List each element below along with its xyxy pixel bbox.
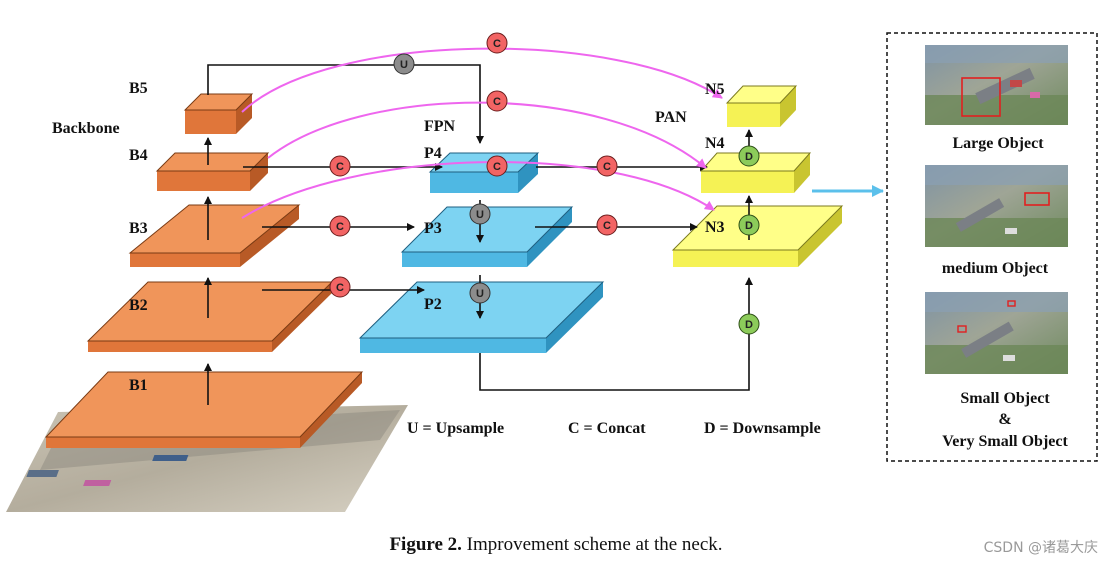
concat-node: C [486,32,508,54]
skip-connections [241,47,723,219]
backbone-stage-b1 [44,371,364,448]
label-b1: B1 [129,377,148,394]
stage-labels: B5 Backbone B4 B3 B2 B1 FPN P4 P3 P2 PAN… [52,80,725,394]
legend: U = Upsample C = Concat D = Downsample [407,420,821,437]
label-p3: P3 [424,220,442,237]
small-object-image [925,292,1068,374]
downsample-node: D [738,145,760,167]
label-p4: P4 [424,145,442,162]
bounding-box [957,325,967,333]
svg-text:D: D [745,151,753,163]
svg-text:C: C [603,220,611,232]
label-fpn: FPN [424,118,456,135]
label-backbone: Backbone [52,120,120,137]
legend-downsample: D = Downsample [704,420,821,437]
bounding-box [961,77,1001,117]
legend-concat: C = Concat [568,420,646,437]
label-pan: PAN [655,109,687,126]
detection-panel: Large Object medium Object Small Object … [886,32,1098,462]
concat-node: C [329,276,351,298]
svg-text:C: C [603,161,611,173]
caption-prefix: Figure 2. [389,534,462,555]
large-object-image [925,45,1068,125]
svg-text:C: C [336,221,344,233]
upsample-node: U [469,282,491,304]
figure-caption: Figure 2. Improvement scheme at the neck… [0,534,1112,556]
downsample-node: D [738,313,760,335]
svg-text:C: C [493,38,501,50]
caption-text: Improvement scheme at the neck. [461,534,723,555]
label-b3: B3 [129,220,148,237]
label-n3: N3 [705,219,725,236]
backbone-stage-b5 [183,93,254,134]
bounding-box [1007,300,1016,307]
backbone-stage-b2 [86,281,334,352]
concat-node: C [329,155,351,177]
svg-text:D: D [745,319,753,331]
watermark: CSDN @诸葛大庆 [983,540,1098,556]
label-very-small-object: Very Small Object [942,433,1068,450]
upsample-node: U [393,53,415,75]
fpn-level-p2 [358,281,605,353]
legend-upsample: U = Upsample [407,420,504,437]
label-b4: B4 [129,147,148,164]
svg-text:U: U [476,209,484,221]
concat-node: C [596,155,618,177]
label-large-object: Large Object [952,135,1044,152]
svg-text:C: C [493,161,501,173]
label-b5: B5 [129,80,148,97]
svg-text:U: U [476,288,484,300]
concat-node: C [486,155,508,177]
svg-text:D: D [745,220,753,232]
fpn-level-p4 [428,152,540,193]
backbone-stage-b4 [155,152,270,191]
medium-object-image [925,165,1068,247]
bounding-box [1024,192,1050,206]
pan-level-n5 [725,85,798,127]
pan-level-n3 [671,205,844,267]
svg-text:U: U [400,59,408,71]
label-medium-object: medium Object [942,260,1049,277]
svg-text:C: C [336,282,344,294]
concat-node: C [329,215,351,237]
label-n4: N4 [705,135,725,152]
label-b2: B2 [129,297,148,314]
label-p2: P2 [424,296,442,313]
downsample-node: D [738,214,760,236]
concat-node: C [596,214,618,236]
concat-node: C [486,90,508,112]
label-n5: N5 [705,81,725,98]
backbone-stage-b3 [128,204,301,267]
svg-text:C: C [493,96,501,108]
fpn-level-p3 [400,206,574,267]
label-ampersand: & [998,411,1011,428]
svg-text:C: C [336,161,344,173]
label-small-object: Small Object [960,390,1050,407]
op-nodes: C C C C C C C C U U U D D D [329,32,760,335]
upsample-node: U [469,203,491,225]
